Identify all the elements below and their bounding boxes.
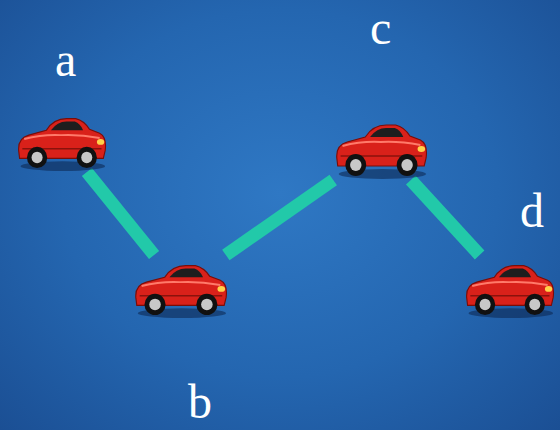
- car-label: b: [188, 378, 212, 426]
- road-line: [226, 180, 333, 255]
- car-label: a: [55, 36, 76, 84]
- car-label: d: [520, 187, 544, 235]
- car-node: c: [333, 114, 428, 180]
- road-line: [87, 172, 154, 255]
- car-icon: [132, 255, 228, 319]
- car-icon: [463, 255, 555, 319]
- car-node: a: [15, 108, 107, 172]
- car-icon: [15, 108, 107, 172]
- car-node: b: [132, 255, 228, 319]
- car-label: c: [370, 4, 391, 52]
- car-node: d: [463, 255, 555, 319]
- road-line: [411, 180, 480, 255]
- car-icon: [333, 114, 428, 180]
